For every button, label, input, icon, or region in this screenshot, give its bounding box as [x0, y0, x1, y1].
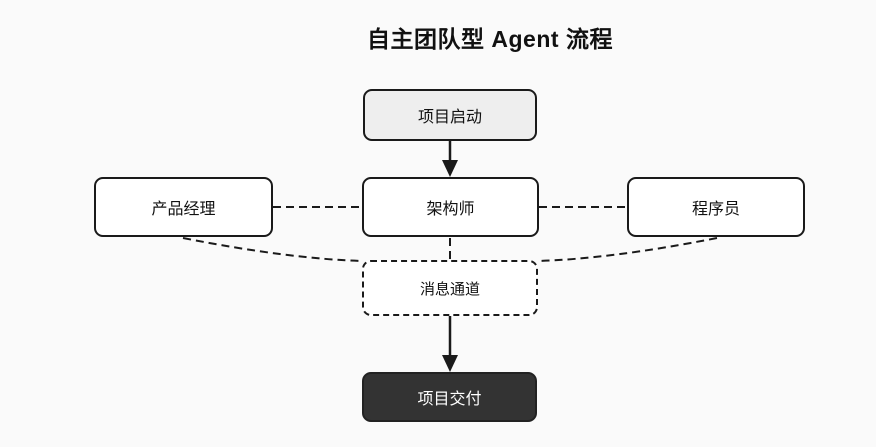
arrowhead-start-architect [442, 160, 458, 177]
arrowhead-channel-deliver [442, 355, 458, 372]
node-programmer: 程序员 [627, 177, 805, 237]
edge-pm-channel [182, 237, 364, 262]
node-project-start: 项目启动 [363, 89, 537, 141]
edge-dev-channel [536, 237, 718, 262]
node-project-delivery: 项目交付 [362, 372, 537, 422]
node-message-channel: 消息通道 [362, 260, 538, 316]
node-product-manager: 产品经理 [94, 177, 273, 237]
node-architect: 架构师 [362, 177, 539, 237]
diagram-title: 自主团队型 Agent 流程 [367, 26, 613, 52]
